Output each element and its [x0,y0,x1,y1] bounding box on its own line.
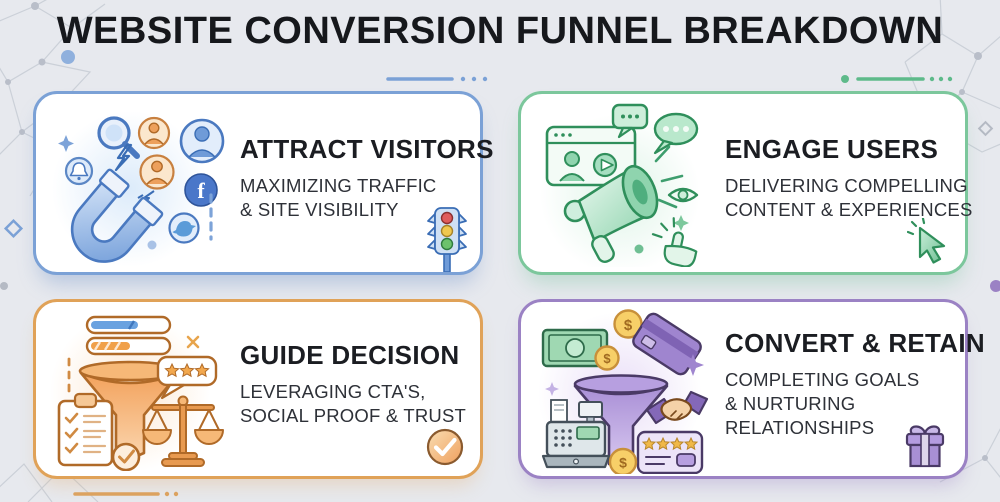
svg-text:$: $ [619,455,627,471]
funnel-decision-illustration [50,312,224,471]
gray-dot-decoration [0,282,8,290]
facebook-icon: f [184,173,218,207]
progress-bar2-icon [85,336,172,356]
cursor-arrow-icon [907,218,946,264]
svg-text:$: $ [603,351,611,366]
megaphone-icon [563,164,659,263]
bell-icon [64,156,94,186]
cash-register-icon [541,399,611,469]
svg-text:$: $ [624,317,633,334]
gift-box-icon [905,425,945,468]
magnifier-icon [97,116,140,159]
user-avatar-orange-icon [137,116,171,150]
coin-icon: $ [613,309,643,339]
card-guide-decision: GUIDE DECISION LEVERAGING CTA'S, SOCIAL … [33,299,483,479]
browser-video-icon [545,125,637,187]
sound-lines-decoration [654,145,684,209]
card-convert-retain: $ $ [518,299,985,479]
card-heading: ENGAGE USERS [725,134,939,165]
card-heading: CONVERT & RETAIN [725,328,985,359]
money-bill-icon [541,328,609,368]
green-dash-dots-decoration [841,75,953,83]
progress-bar-icon [85,315,172,335]
check-circle-icon [426,428,464,466]
twitter-icon [168,212,200,244]
svg-text:f: f [197,178,205,203]
speech-bubble-icon [653,112,699,155]
purple-dot-decoration [990,280,1000,292]
sparkle-small-icon [545,382,559,396]
click-hand-icon [651,217,698,267]
blue-dash-dots-decoration [386,76,488,82]
chat-bubble-icon [611,103,649,139]
dot-decoration [634,244,644,254]
blue-dot-decoration [61,50,75,64]
sparkle-icon [58,135,74,152]
conversion-payments-illustration: $ $ [538,309,709,474]
check-circle-small-icon [111,442,141,471]
loyalty-card-icon [636,430,704,474]
blue-diamond-decoration [3,218,24,239]
page-title: WEBSITE CONVERSION FUNNEL BREAKDOWN [56,10,944,52]
traffic-light-icon [427,207,467,272]
magnet-icon [70,168,164,263]
eye-icon [667,187,699,203]
funnel-icon [78,360,182,467]
card-heading: ATTRACT VISITORS [240,134,494,165]
checklist-clipboard-icon [57,392,114,467]
card-subtitle: MAXIMIZING TRAFFIC & SITE VISIBILITY [240,175,437,220]
card-subtitle: DELIVERING COMPELLING CONTENT & EXPERIEN… [725,175,973,220]
star-rating-bubble-icon [156,355,218,400]
card-subtitle: COMPLETING GOALS & NURTURING RELATIONSHI… [725,369,920,438]
scales-icon [142,395,224,467]
card-attract-visitors: f ATTRACT VISITORS MAXIMIZING TRAFFIC & … [33,91,494,275]
sparkle-icon [682,354,704,376]
magnet-social-media-illustration: f [52,111,225,267]
card-heading: GUIDE DECISION [240,340,460,371]
coin3-icon: $ [608,447,638,474]
gray-diamond-decoration [977,120,994,137]
sparkle-icon [673,215,689,231]
dot-decoration [147,240,157,250]
card-engage-users: ENGAGE USERS DELIVERING COMPELLING CONTE… [518,91,973,275]
handshake-icon [645,390,709,425]
user-avatar-blue-icon [179,118,225,164]
card-subtitle: LEVERAGING CTA'S, SOCIAL PROOF & TRUST [240,381,467,426]
user-avatar-orange2-icon [139,154,175,190]
megaphone-illustration [540,103,700,267]
x-sparkle-decoration [186,335,200,349]
coin2-icon: $ [594,345,620,371]
orange-dash-dots-decoration [73,491,179,497]
